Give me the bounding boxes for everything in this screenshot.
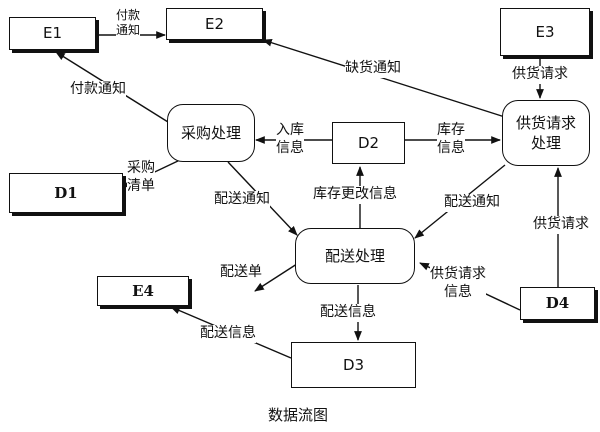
entity-e4: E4 [97,276,189,306]
entity-d4: D4 [520,287,595,320]
label-delivery-notice-right: 配送通知 [444,194,500,212]
entity-d1: D1 [9,173,123,213]
diagram-caption: 数据流图 [268,406,329,424]
label-inventory-info: 库存 信息 [437,122,465,157]
flow-supply-e2 [262,38,509,119]
flow-delivery-e4 [254,261,301,292]
process-supply-request: 供货请求 处理 [502,100,590,166]
store-d3: D3 [291,342,416,388]
label-payment-notice: 付款通知 [70,81,126,99]
label-supply-request-e3: 供货请求 [512,66,568,84]
store-d2: D2 [332,122,405,164]
entity-e1: E1 [9,17,96,50]
label-purchase-list: 采购 清单 [127,160,155,195]
label-payment-notice-e1-e2: 付款 通知 [116,8,141,38]
label-delivery-slip: 配送单 [220,264,262,282]
label-delivery-info-d3: 配送信息 [200,325,256,343]
label-delivery-info-down: 配送信息 [320,304,376,322]
label-inventory-change-info: 库存更改信息 [313,186,397,204]
process-purchase: 采购处理 [167,104,255,162]
label-shortage-notice: 缺货通知 [345,60,401,78]
label-stock-in-info: 入库 信息 [276,122,304,157]
entity-e3: E3 [500,8,590,56]
entity-e2: E2 [166,8,263,40]
label-delivery-notice-left: 配送通知 [214,191,270,209]
process-supply-request-label: 供货请求 处理 [515,113,576,152]
label-supply-request-d4: 供货请求 [533,216,589,234]
label-supply-request-info: 供货请求 信息 [430,266,486,301]
process-delivery: 配送处理 [295,228,415,284]
